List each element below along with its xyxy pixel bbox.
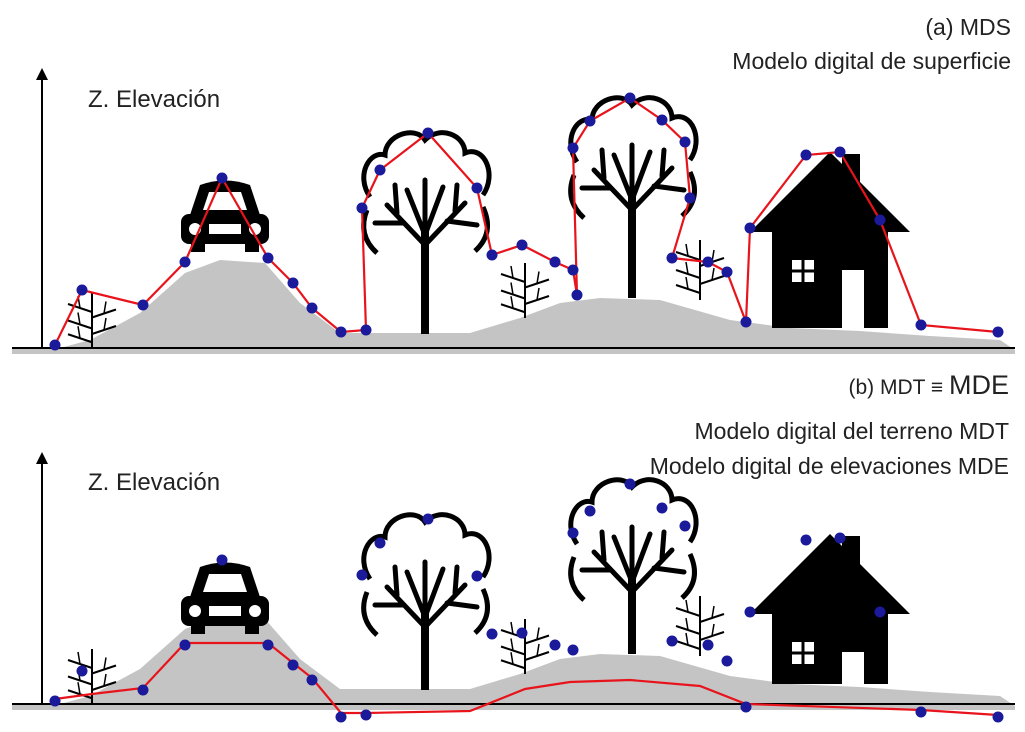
- sample-point: [834, 146, 846, 158]
- sample-point: [624, 478, 636, 490]
- sample-point: [679, 136, 691, 148]
- sample-point: [422, 127, 434, 139]
- shrub-icon: [67, 293, 117, 348]
- panel-b-title: (b) MDT ≡ MDE: [848, 370, 1009, 401]
- shrub-icon: [675, 596, 725, 656]
- panel-a-subtitle: Modelo digital de superficie: [732, 48, 1011, 74]
- shrub-icon: [675, 240, 725, 300]
- shrub-icon: [500, 263, 550, 318]
- sample-point: [137, 684, 149, 696]
- sample-point: [684, 192, 696, 204]
- sample-point: [360, 709, 372, 721]
- house-icon: [750, 534, 910, 684]
- terrain-ground: [12, 260, 1015, 354]
- sample-point: [471, 182, 483, 194]
- sample-point: [262, 639, 274, 651]
- sample-point: [740, 316, 752, 328]
- sample-point: [287, 659, 299, 671]
- panel-b-subtitle-elevations: Modelo digital de elevaciones MDE: [649, 453, 1009, 479]
- panel-a-title: (a) MDS: [925, 14, 1011, 40]
- car-icon: [181, 562, 269, 634]
- sample-point: [306, 674, 318, 686]
- sample-point: [666, 635, 678, 647]
- sample-point: [666, 252, 678, 264]
- tree-icon: [568, 95, 699, 298]
- sample-point: [549, 639, 561, 651]
- sample-point: [374, 164, 386, 176]
- sample-point: [800, 534, 812, 546]
- sample-point: [374, 537, 386, 549]
- axis-arrow-icon: [36, 68, 48, 80]
- sample-point: [800, 149, 812, 161]
- sample-point: [915, 706, 927, 718]
- tree-icon: [568, 477, 699, 654]
- sample-point: [721, 655, 733, 667]
- sample-point: [584, 505, 596, 517]
- sample-point: [874, 214, 886, 226]
- sample-point: [702, 256, 714, 268]
- sample-point: [992, 326, 1004, 338]
- sample-point: [49, 695, 61, 707]
- panel-b-title-suffix: MDE: [949, 370, 1009, 400]
- sample-point: [656, 502, 668, 514]
- sample-point: [287, 277, 299, 289]
- sample-point: [679, 520, 691, 532]
- sample-point: [874, 606, 886, 618]
- panel-b-diagram: [12, 452, 1015, 723]
- sample-point: [721, 266, 733, 278]
- sample-point: [486, 249, 498, 261]
- sample-point: [137, 299, 149, 311]
- sample-point: [744, 606, 756, 618]
- house-icon: [750, 152, 910, 328]
- sample-point: [702, 639, 714, 651]
- sample-point: [422, 513, 434, 525]
- sample-point: [567, 644, 579, 656]
- sample-point: [471, 570, 483, 582]
- sample-point: [744, 222, 756, 234]
- sample-point: [360, 324, 372, 336]
- sample-point: [992, 711, 1004, 723]
- sample-point: [216, 554, 228, 566]
- sample-point: [335, 326, 347, 338]
- axis-arrow-icon: [36, 452, 48, 464]
- panel-b-axis-label: Z. Elevación: [88, 469, 221, 496]
- sample-point: [740, 701, 752, 713]
- sample-point: [356, 202, 368, 214]
- sample-point: [486, 628, 498, 640]
- terrain-ground: [12, 616, 1015, 710]
- panel-b-title-prefix: (b) MDT ≡: [848, 376, 949, 399]
- sample-point: [179, 256, 191, 268]
- sample-point: [656, 114, 668, 126]
- tree-icon: [361, 130, 492, 334]
- sample-point: [584, 115, 596, 127]
- sample-point: [834, 532, 846, 544]
- sample-point: [567, 264, 579, 276]
- sample-point: [335, 711, 347, 723]
- shrub-icon: [500, 619, 550, 674]
- sample-point: [216, 172, 228, 184]
- sample-point: [516, 627, 528, 639]
- sample-point: [356, 569, 368, 581]
- sample-point: [49, 339, 61, 351]
- sample-point: [516, 239, 528, 251]
- panel-a-diagram: [12, 68, 1015, 354]
- sample-point: [76, 665, 88, 677]
- sample-point: [76, 284, 88, 296]
- sample-point: [179, 639, 191, 651]
- sample-point: [549, 256, 561, 268]
- panel-a-axis-label: Z. Elevación: [88, 86, 221, 113]
- sample-point: [567, 142, 579, 154]
- sample-point: [571, 289, 583, 301]
- sample-point: [306, 302, 318, 314]
- terrain-profile-line: [54, 641, 999, 717]
- panel-b-subtitle-terrain: Modelo digital del terreno MDT: [694, 418, 1009, 444]
- sample-point: [915, 319, 927, 331]
- sample-point: [262, 252, 274, 264]
- sample-point: [567, 527, 579, 539]
- sample-point: [624, 92, 636, 104]
